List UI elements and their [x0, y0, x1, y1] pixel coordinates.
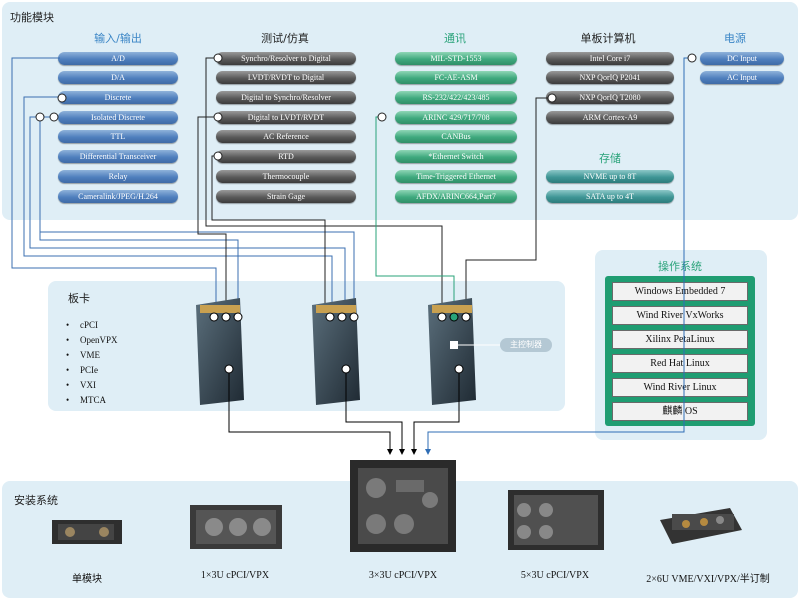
storage-pill[interactable]: NVME up to 8T [546, 170, 674, 183]
test-pill[interactable]: Thermocouple [216, 170, 356, 183]
io-pill[interactable]: Cameralink/JPEG/H.264 [58, 190, 178, 203]
io-pill[interactable]: Differential Transceiver [58, 150, 178, 163]
os-title: 操作系统 [658, 260, 702, 273]
test-pill[interactable]: Digital to LVDT/RVDT [216, 111, 356, 124]
board-item: •PCIe [66, 365, 98, 375]
os-item[interactable]: Wind River VxWorks [612, 306, 748, 325]
board-item: •cPCI [66, 320, 98, 330]
os-item[interactable]: Xilinx PetaLinux [612, 330, 748, 349]
boards-panel [48, 281, 565, 411]
comm-title: 通讯 [444, 32, 466, 45]
sbc-pill[interactable]: NXP QorIQ T2080 [546, 91, 674, 104]
power-pill[interactable]: DC Input [700, 52, 784, 65]
test-pill[interactable]: LVDT/RVDT to Digital [216, 71, 356, 84]
card-3 [428, 298, 476, 405]
board-item: •MTCA [66, 395, 107, 405]
product-5x3u [508, 490, 604, 550]
product-label: 3×3U cPCI/VPX [368, 570, 438, 581]
io-pill[interactable]: D/A [58, 71, 178, 84]
product-label: 1×3U cPCI/VPX [200, 570, 270, 581]
io-pill[interactable]: Relay [58, 170, 178, 183]
test-pill[interactable]: Strain Gage [216, 190, 356, 203]
comm-pill[interactable]: MIL-STD-1553 [395, 52, 517, 65]
power-title: 电源 [724, 32, 746, 45]
product-label: 5×3U cPCI/VPX [520, 570, 590, 581]
card-1 [196, 298, 244, 405]
board-item: •VME [66, 350, 100, 360]
product-3x3u [350, 460, 456, 552]
product-label: 单模块 [72, 574, 102, 585]
storage-title: 存储 [599, 152, 621, 165]
product-1x3u [190, 505, 282, 549]
storage-pill[interactable]: SATA up to 4T [546, 190, 674, 203]
os-item[interactable]: Wind River Linux [612, 378, 748, 397]
comm-pill[interactable]: *Ethernet Switch [395, 150, 517, 163]
comm-pill[interactable]: Time-Triggered Ethernet [395, 170, 517, 183]
io-title: 输入/输出 [94, 32, 142, 45]
product-label: 2×6U VME/VXI/VPX/半订制 [646, 574, 770, 585]
board-item: •OpenVPX [66, 335, 118, 345]
io-pill[interactable]: Discrete [58, 91, 178, 104]
os-item[interactable]: Windows Embedded 7 [612, 282, 748, 301]
product-2x6u [660, 508, 742, 544]
comm-pill[interactable]: CANBus [395, 130, 517, 143]
functions-title: 功能模块 [10, 11, 54, 24]
os-item[interactable]: Red Hat Linux [612, 354, 748, 373]
sbc-pill[interactable]: ARM Cortex-A9 [546, 111, 674, 124]
test-pill[interactable]: RTD [216, 150, 356, 163]
comm-pill[interactable]: AFDX/ARINC664,Part7 [395, 190, 517, 203]
product-single-module [52, 520, 122, 544]
io-pill[interactable]: A/D [58, 52, 178, 65]
comm-pill[interactable]: RS-232/422/423/485 [395, 91, 517, 104]
board-title: 板卡 [68, 292, 90, 305]
board-list: •cPCI •OpenVPX •VME •PCIe •VXI •MTCA [66, 318, 118, 408]
comm-pill[interactable]: ARINC 429/717/708 [395, 111, 517, 124]
io-pill[interactable]: TTL [58, 130, 178, 143]
install-title: 安装系统 [14, 494, 58, 507]
sbc-pill[interactable]: Intel Core i7 [546, 52, 674, 65]
sbc-title: 单板计算机 [580, 32, 636, 45]
comm-pill[interactable]: FC-AE-ASM [395, 71, 517, 84]
board-item: •VXI [66, 380, 96, 390]
test-pill[interactable]: AC Reference [216, 130, 356, 143]
os-list: Windows Embedded 7 Wind River VxWorks Xi… [605, 276, 755, 426]
main-controller-label: 主控制器 [510, 340, 542, 349]
test-pill[interactable]: Digital to Synchro/Resolver [216, 91, 356, 104]
sbc-pill[interactable]: NXP QorIQ P2041 [546, 71, 674, 84]
test-title: 测试/仿真 [261, 32, 309, 45]
power-pill[interactable]: AC Input [700, 71, 784, 84]
card-2 [312, 298, 360, 405]
io-pill[interactable]: Isolated Discrete [58, 111, 178, 124]
test-pill[interactable]: Synchro/Resolver to Digital [216, 52, 356, 65]
os-item[interactable]: 麒麟 OS [612, 402, 748, 421]
